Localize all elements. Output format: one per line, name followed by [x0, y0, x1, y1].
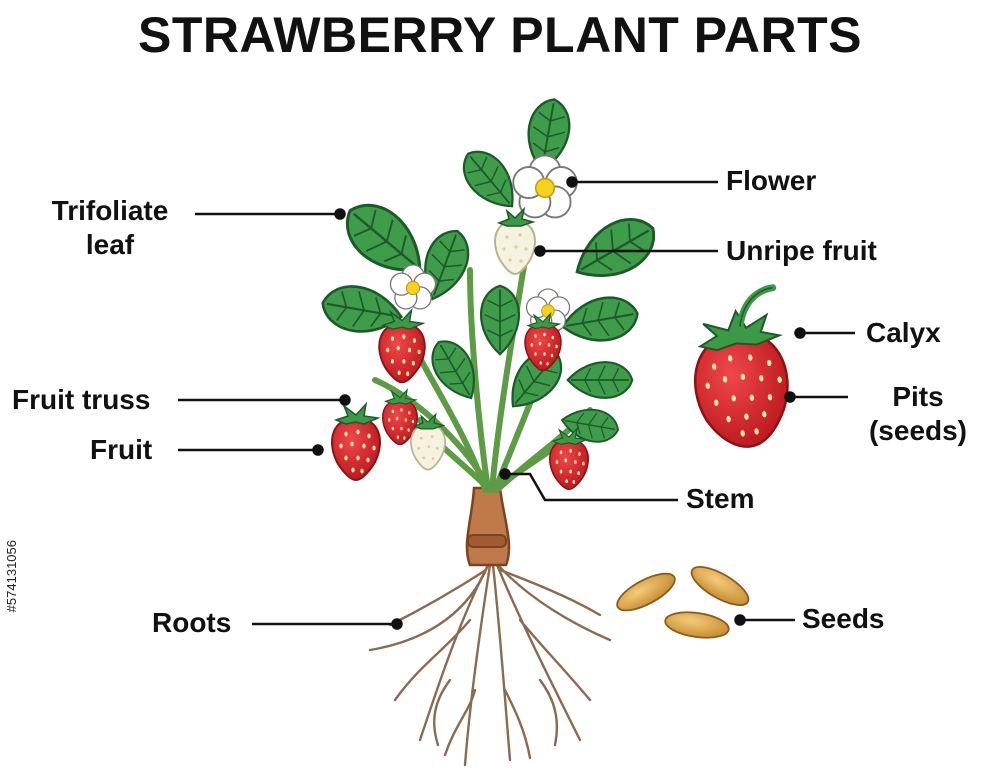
big-strawberry-illustration — [693, 284, 789, 448]
label-trifoliate-leaf: Trifoliate leaf — [30, 194, 190, 262]
roots-illustration — [368, 563, 612, 767]
label-pits: Pits (seeds) — [848, 380, 988, 448]
label-flower: Flower — [726, 165, 817, 196]
leader-lines — [178, 176, 855, 630]
label-pits-line2: (seeds) — [868, 415, 968, 446]
label-roots: Roots — [152, 607, 232, 638]
label-seeds: Seeds — [802, 603, 885, 634]
label-pits-line1: Pits — [892, 381, 944, 412]
label-stem: Stem — [686, 483, 755, 514]
stem-base — [465, 486, 511, 567]
label-unripe-fruit: Unripe fruit — [726, 235, 877, 266]
diagram-title: STRAWBERRY PLANT PARTS — [138, 7, 862, 63]
label-fruit: Fruit — [90, 434, 153, 465]
leaves-illustration — [317, 94, 667, 447]
label-trifoliate-leaf-line2: leaf — [85, 229, 135, 260]
label-fruit-truss: Fruit truss — [12, 384, 151, 415]
label-calyx: Calyx — [866, 317, 941, 348]
stock-id: #574131056 — [4, 540, 19, 613]
seeds-illustration — [616, 566, 750, 639]
label-trifoliate-leaf-line1: Trifoliate — [51, 195, 169, 226]
